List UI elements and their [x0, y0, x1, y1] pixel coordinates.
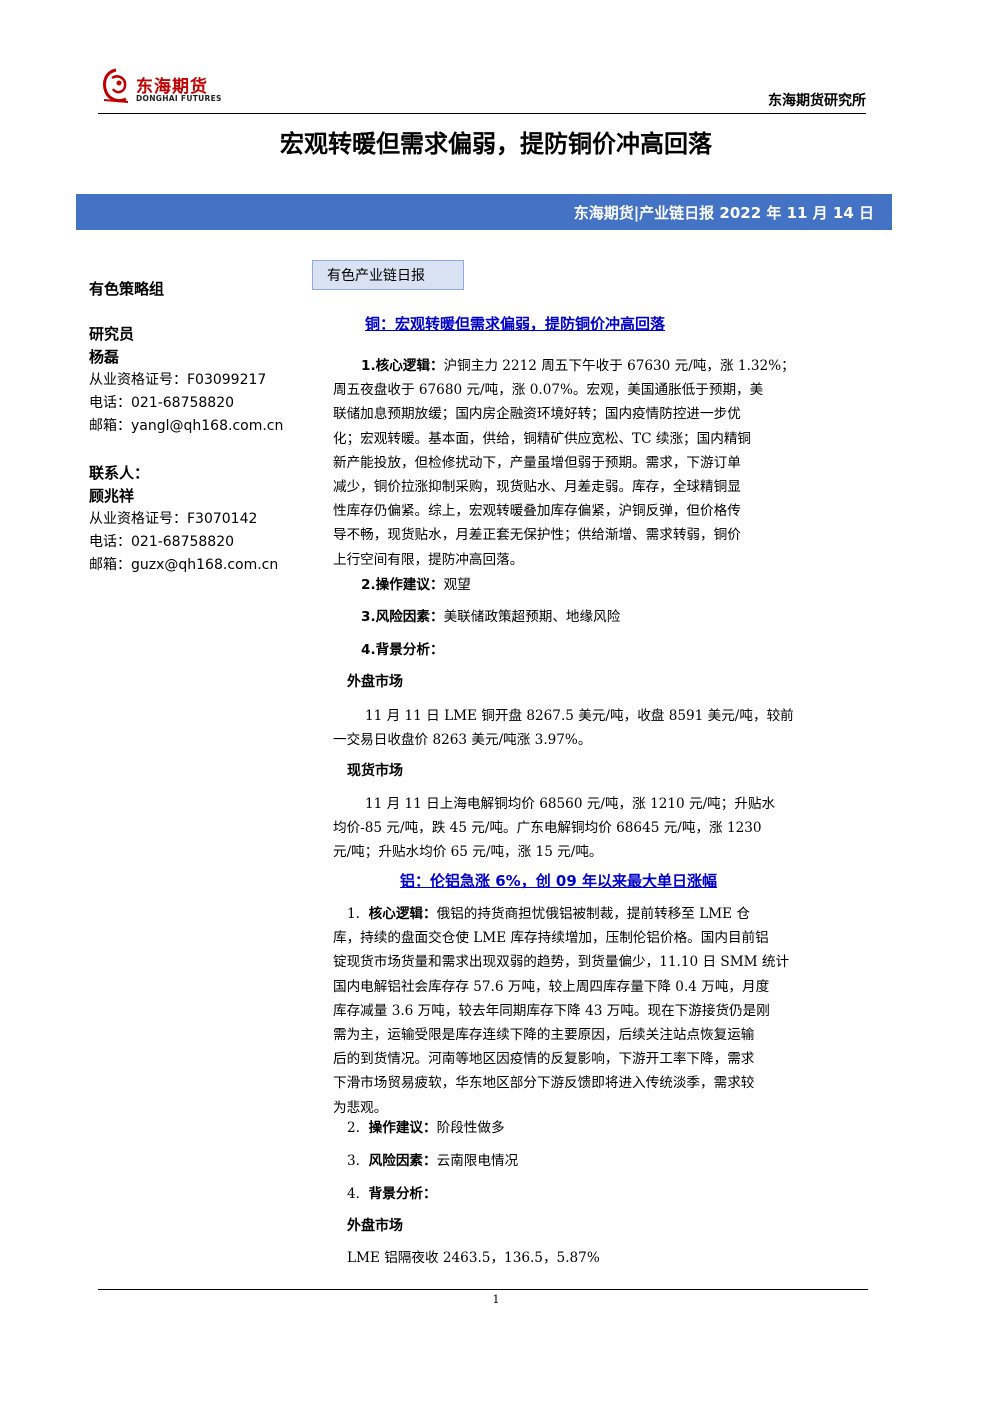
report-title: 宏观转暖但需求偏弱，提防铜价冲高回落	[280, 130, 712, 158]
copper-logic-line: 化；宏观转暖。基本面，供给，铜精矿供应宽松、TC 续涨；国内精铜	[333, 430, 752, 447]
copper-logic-line: 新产能投放，但检修扰动下，产量虽增但弱于预期。需求，下游订单	[333, 454, 741, 471]
footer-divider	[98, 1289, 868, 1290]
header-divider	[98, 113, 866, 114]
copper-logic-line: 性库存仍偏紧。综上，宏观转暖叠加库存偏紧，沪铜反弹，但价格传	[333, 503, 741, 520]
aluminum-background: 4. 背景分析：	[333, 1182, 869, 1206]
aluminum-logic-line: 后的到货情况。河南等地区因疫情的反复影响，下游开工率下降，需求	[333, 1051, 755, 1068]
aluminum-foreign-heading: 外盘市场	[347, 1218, 403, 1234]
copper-risk-label: 3.风险因素：	[361, 609, 444, 625]
aluminum-risk-num: 3.	[347, 1153, 360, 1169]
aluminum-logic-line: 库，持续的盘面交仓使 LME 库存持续增加，压制伦铝价格。国内目前铝	[333, 930, 769, 947]
copper-bg-label: 4.背景分析：	[361, 642, 444, 658]
aluminum-advice-value: 阶段性做多	[436, 1120, 505, 1136]
contact-phone: 电话：021-68758820	[89, 534, 235, 550]
copper-foreign-line: 一交易日收盘价 8263 美元/吨涨 3.97%。	[333, 732, 592, 749]
aluminum-foreign-paragraph: LME 铝隔夜收 2463.5，136.5，5.87%	[333, 1246, 869, 1270]
aluminum-logic-line: 库存减量 3.6 万吨，较去年同期库存下降 43 万吨。现在下游接货仍是刚	[333, 1002, 770, 1019]
copper-risk: 3.风险因素：美联储政策超预期、地缘风险	[333, 605, 869, 629]
copper-spot-paragraph: 11 月 11 日上海电解铜均价 68560 元/吨，涨 1210 元/吨；升贴…	[333, 792, 869, 865]
aluminum-bg-label: 背景分析：	[368, 1186, 437, 1202]
aluminum-risk-label: 风险因素：	[368, 1153, 437, 1169]
copper-logic-line: 减少，铜价拉涨抑制采购，现货贴水、月差走弱。库存，全球精铜显	[333, 479, 741, 496]
copper-spot-line: 11 月 11 日上海电解铜均价 68560 元/吨，涨 1210 元/吨；升贴…	[365, 796, 776, 812]
copper-spot-line: 元/吨；升贴水均价 65 元/吨，涨 15 元/吨。	[333, 844, 603, 861]
copper-logic-label: 1.核心逻辑：	[361, 358, 444, 374]
dragon-logo-icon	[102, 68, 129, 103]
contact-name: 顾兆祥	[89, 487, 135, 505]
logo-text-en: DONGHAI FUTURES	[136, 94, 222, 103]
copper-foreign-heading: 外盘市场	[347, 674, 403, 690]
aluminum-bg-num: 4.	[347, 1186, 360, 1202]
report-banner: 东海期货|产业链日报 2022 年 11 月 14 日	[76, 194, 892, 230]
copper-logic-line: 联储加息预期放缓；国内房企融资环境好转；国内疫情防控进一步优	[333, 406, 741, 423]
researcher-phone: 电话：021-68758820	[89, 395, 235, 411]
aluminum-logic-num: 1.	[347, 906, 360, 922]
author-panel: 有色策略组 研究员 杨磊 从业资格证号：F03099217 电话：021-687…	[89, 278, 309, 577]
researcher-role: 研究员	[89, 325, 135, 343]
copper-foreign-paragraph: 11 月 11 日 LME 铜开盘 8267.5 美元/吨，收盘 8591 美元…	[333, 704, 869, 752]
copper-background: 4.背景分析：	[333, 638, 869, 662]
banner-text: 东海期货|产业链日报 2022 年 11 月 14 日	[573, 204, 874, 222]
aluminum-logic-line: 下滑市场贸易疲软，华东地区部分下游反馈即将进入传统淡季，需求较	[333, 1075, 755, 1092]
aluminum-logic-label: 核心逻辑：	[368, 906, 437, 922]
researcher-cert: 从业资格证号：F03099217	[89, 372, 267, 388]
researcher-name: 杨磊	[89, 348, 120, 366]
copper-logic-paragraph: 1.核心逻辑：沪铜主力 2212 周五下午收于 67630 元/吨，涨 1.32…	[333, 354, 869, 572]
copper-spot-heading: 现货市场	[347, 763, 403, 779]
copper-advice-label: 2.操作建议：	[361, 577, 444, 593]
aluminum-advice-num: 2.	[347, 1120, 360, 1136]
copper-logic-line: 上行空间有限，提防冲高回落。	[333, 551, 524, 568]
aluminum-risk-value: 云南限电情况	[436, 1153, 519, 1169]
page-number: 1	[492, 1293, 500, 1306]
copper-section-title[interactable]: 铜：宏观转暖但需求偏弱，提防铜价冲高回落	[365, 315, 666, 333]
institute-name: 东海期货研究所	[768, 93, 866, 109]
contact-email: 邮箱：guzx@qh168.com.cn	[89, 557, 279, 573]
copper-logic-line: 导不畅，现货贴水，月差正套无保护性；供给渐增、需求转弱，铜价	[333, 527, 741, 544]
aluminum-advice-label: 操作建议：	[368, 1120, 437, 1136]
aluminum-logic-line: 锭现货市场货量和需求出现双弱的趋势，到货量偏少，11.10 日 SMM 统计	[333, 954, 790, 971]
aluminum-logic-line: 国内电解铝社会库存存 57.6 万吨，较上周四库存量下降 0.4 万吨，月度	[333, 978, 770, 995]
copper-advice: 2.操作建议：观望	[333, 573, 869, 597]
aluminum-logic-line: 需为主，运输受限是库存连续下降的主要原因，后续关注站点恢复运输	[333, 1027, 755, 1044]
aluminum-risk: 3. 风险因素：云南限电情况	[333, 1149, 869, 1173]
aluminum-section-title[interactable]: 铝：伦铝急涨 6%，创 09 年以来最大单日涨幅	[400, 872, 718, 890]
contact-role: 联系人：	[89, 464, 150, 482]
company-logo: 东海期货 DONGHAI FUTURES	[98, 66, 228, 106]
researcher-email: 邮箱：yangl@qh168.com.cn	[89, 418, 284, 434]
aluminum-logic-line: 为悲观。	[333, 1099, 388, 1116]
copper-advice-value: 观望	[443, 577, 471, 593]
aluminum-foreign-line: LME 铝隔夜收 2463.5，136.5，5.87%	[347, 1250, 600, 1266]
aluminum-advice: 2. 操作建议：阶段性做多	[333, 1116, 869, 1140]
aluminum-logic-line: 俄铝的持货商担忧俄铝被制裁，提前转移至 LME 仓	[436, 906, 750, 922]
copper-risk-value: 美联储政策超预期、地缘风险	[443, 609, 621, 625]
section-tag: 有色产业链日报	[312, 260, 464, 290]
group-name: 有色策略组	[89, 280, 165, 298]
copper-foreign-line: 11 月 11 日 LME 铜开盘 8267.5 美元/吨，收盘 8591 美元…	[365, 708, 794, 724]
copper-logic-line: 沪铜主力 2212 周五下午收于 67630 元/吨，涨 1.32%；	[443, 358, 795, 374]
contact-cert: 从业资格证号：F3070142	[89, 511, 258, 527]
copper-logic-line: 周五夜盘收于 67680 元/吨，涨 0.07%。宏观，美国通胀低于预期，美	[333, 382, 764, 399]
aluminum-logic-paragraph: 1. 核心逻辑：俄铝的持货商担忧俄铝被制裁，提前转移至 LME 仓 库，持续的盘…	[333, 902, 869, 1120]
logo-text-cn: 东海期货	[136, 77, 208, 97]
copper-spot-line: 均价-85 元/吨，跌 45 元/吨。广东电解铜均价 68645 元/吨，涨 1…	[333, 820, 762, 837]
section-tag-text: 有色产业链日报	[327, 268, 425, 284]
